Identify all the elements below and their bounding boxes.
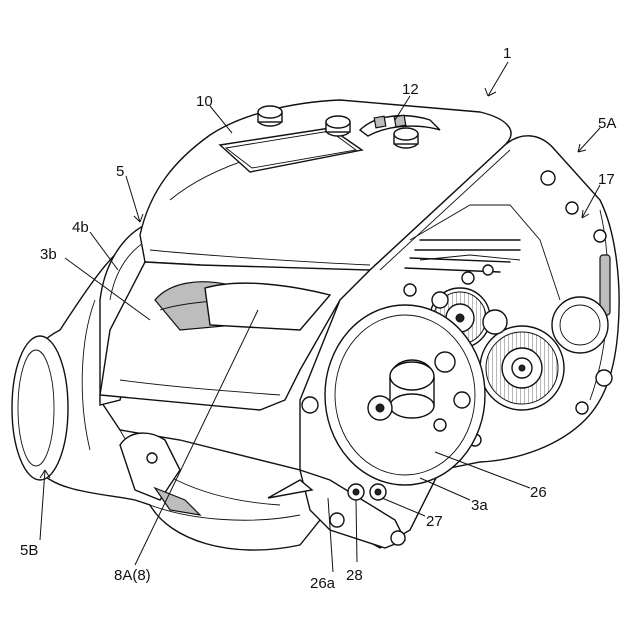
label-5B: 5B xyxy=(20,542,38,559)
label-17: 17 xyxy=(598,171,615,188)
label-5: 5 xyxy=(116,163,124,180)
label-26a: 26a xyxy=(310,575,336,592)
label-3b: 3b xyxy=(40,246,57,263)
label-12: 12 xyxy=(402,81,419,98)
label-10: 10 xyxy=(196,93,213,110)
label-1: 1 xyxy=(503,45,511,62)
label-4b: 4b xyxy=(72,219,89,236)
label-3a: 3a xyxy=(471,497,488,514)
label-5A: 5A xyxy=(598,115,616,132)
label-27: 27 xyxy=(426,513,443,530)
label-26: 26 xyxy=(530,484,547,501)
label-28: 28 xyxy=(346,567,363,584)
label-8A-8: 8A(8) xyxy=(114,567,151,584)
